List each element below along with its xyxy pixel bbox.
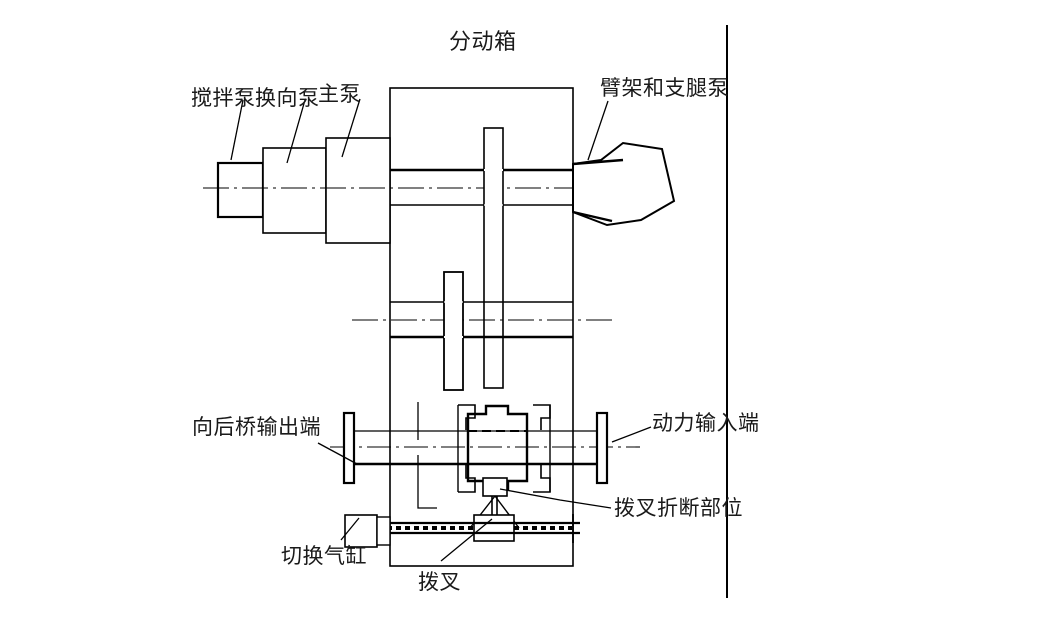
switching-cylinder-leader xyxy=(340,517,360,541)
switching-cylinder xyxy=(344,514,391,548)
reversing-pump-body xyxy=(262,147,327,234)
label-shift-fork: 拨叉 xyxy=(418,570,461,594)
page-title: 分动箱 xyxy=(449,29,517,54)
housing-internal-brackets xyxy=(417,402,437,509)
label-mixing-pump: 搅拌泵 xyxy=(191,86,256,110)
label-main-pump: 主泵 xyxy=(318,82,361,106)
main-pump-leader xyxy=(341,98,361,158)
rear-axle-output-flange xyxy=(342,411,356,485)
rear-axle-leader xyxy=(317,442,358,465)
coupling-sleeve xyxy=(457,404,551,497)
label-power-input: 动力输入端 xyxy=(652,411,760,435)
boom-pump-leader xyxy=(587,100,609,161)
gearbox-housing xyxy=(389,87,574,567)
label-rear-axle-output: 向后桥输出端 xyxy=(192,415,321,439)
reversing-pump-leader xyxy=(286,99,306,164)
shift-fork xyxy=(469,495,520,542)
fork-break-leader xyxy=(499,488,612,509)
main-pump-body xyxy=(325,137,391,244)
boom-outrigger-pump-body xyxy=(572,141,676,227)
label-fork-break-location: 拨叉折断部位 xyxy=(614,496,743,520)
shift-fork-leader xyxy=(440,518,493,562)
leader-lines xyxy=(230,98,652,562)
power-input-leader xyxy=(611,426,652,443)
label-reversing-pump: 换向泵 xyxy=(255,86,320,110)
label-boom-outrigger-pump: 臂架和支腿泵 xyxy=(600,76,729,100)
mixing-pump-body xyxy=(216,161,265,219)
middle-gear xyxy=(443,271,464,391)
mixing-pump-leader xyxy=(230,99,244,161)
label-switching-cylinder: 切换气缸 xyxy=(281,544,367,568)
power-input-flange xyxy=(595,411,609,485)
top-gear xyxy=(483,127,504,389)
middle-shaft xyxy=(390,301,573,339)
